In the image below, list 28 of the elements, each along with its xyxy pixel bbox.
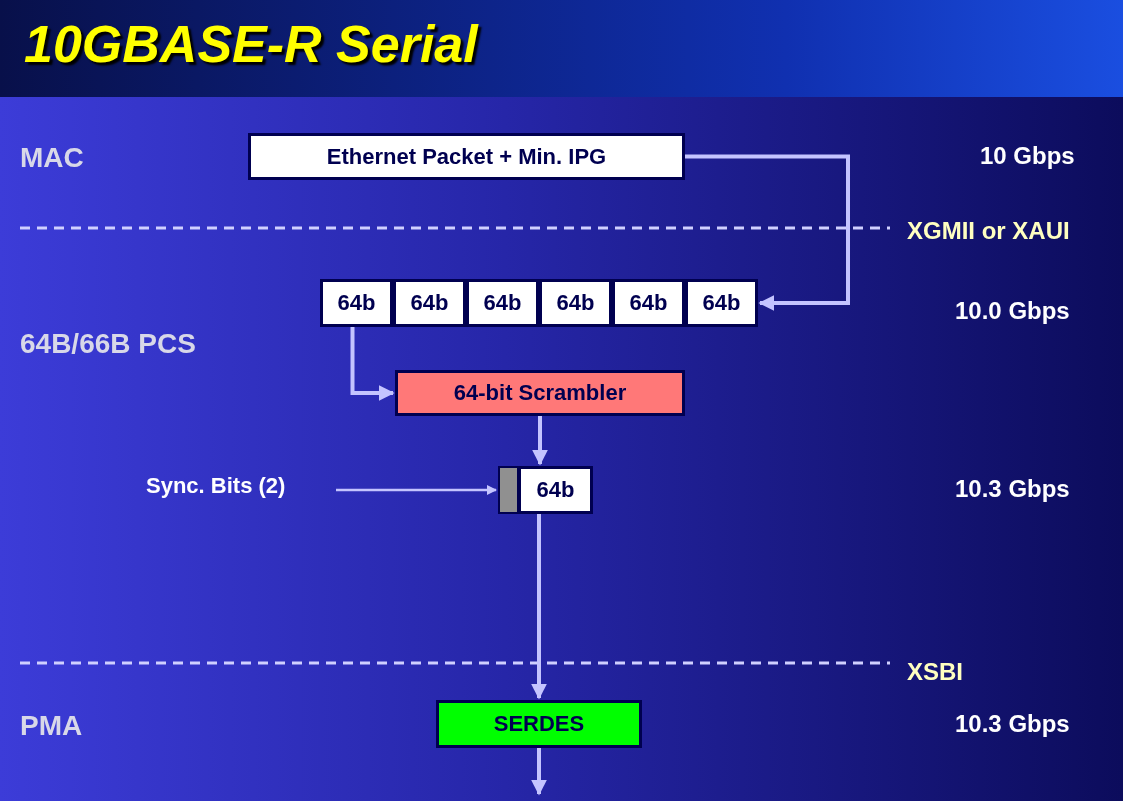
data-block: 64b <box>539 279 612 327</box>
process-box: Ethernet Packet + Min. IPG <box>248 133 685 180</box>
data-block: 64b <box>466 279 539 327</box>
layer-label: 64B/66B PCS <box>20 328 196 360</box>
arrow <box>685 154 850 311</box>
data-block: 64b <box>612 279 685 327</box>
rate-label: 10.3 Gbps <box>955 475 1070 503</box>
rate-label: 10.0 Gbps <box>955 297 1070 325</box>
rate-label: 10.3 Gbps <box>955 710 1070 738</box>
interface-label: XGMII or XAUI <box>907 217 1070 245</box>
text-label: Sync. Bits (2) <box>146 466 336 506</box>
data-block: 64b <box>320 279 393 327</box>
layer-label: PMA <box>20 710 83 742</box>
arrow <box>531 748 547 796</box>
data-block: 64b <box>518 466 593 514</box>
interface-label: XSBI <box>907 658 963 686</box>
sync-bits-box <box>498 466 519 514</box>
arrow <box>531 514 547 700</box>
data-block: 64b <box>685 279 758 327</box>
rate-label: 10 Gbps <box>980 142 1075 170</box>
arrow <box>532 416 548 466</box>
data-block: 64b <box>393 279 466 327</box>
slide-title: 10GBASE-R Serial <box>24 14 478 74</box>
arrow <box>350 327 395 401</box>
layer-label: MAC <box>20 142 84 174</box>
arrow <box>336 485 497 495</box>
process-box: 64-bit Scrambler <box>395 370 685 416</box>
process-box: SERDES <box>436 700 642 748</box>
